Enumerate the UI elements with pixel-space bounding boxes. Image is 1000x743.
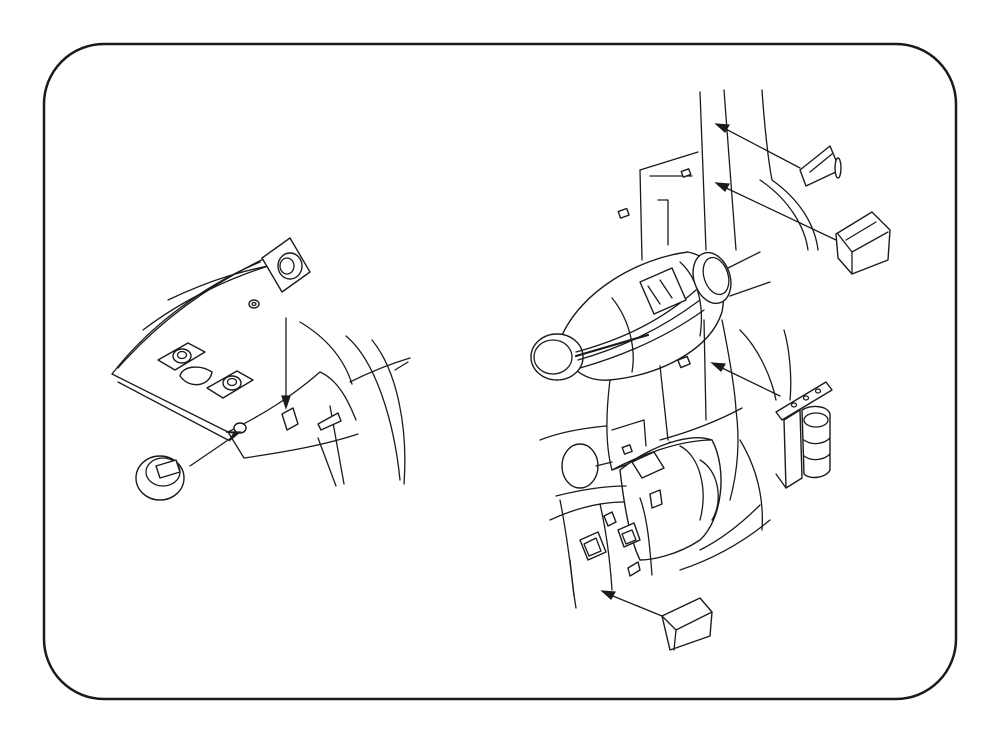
wing-port-hole <box>179 366 213 386</box>
round-inlet <box>561 443 599 489</box>
nacelle-body <box>606 379 613 471</box>
lower-block-part <box>661 597 713 651</box>
box-fairing-part <box>835 211 891 275</box>
small-panel-mark <box>317 412 342 431</box>
panel-border <box>42 42 958 701</box>
wedge-fitting-part <box>799 145 842 187</box>
round-cap-part <box>135 455 185 501</box>
small-screw-mark <box>248 299 260 309</box>
lower-nacelle <box>549 409 771 609</box>
engine-nacelle-view <box>530 89 891 651</box>
leader-arrow-box <box>714 182 837 241</box>
square-gauge-part <box>261 237 311 293</box>
leader-arrow-cap <box>189 431 242 467</box>
leader-arrow-gauge <box>281 317 291 410</box>
cap-socket-mark <box>233 422 247 434</box>
engine-cowl <box>530 251 771 381</box>
wing-root-view <box>111 237 411 501</box>
leader-arrow-block <box>600 590 663 617</box>
gauge-mount-mark <box>281 407 299 431</box>
leader-arrow-bracket <box>710 362 781 397</box>
fuselage-curve <box>345 335 401 481</box>
bracket-light-part <box>775 381 833 489</box>
fuselage-line <box>699 91 707 251</box>
leader-arrow-wedge <box>714 123 801 169</box>
